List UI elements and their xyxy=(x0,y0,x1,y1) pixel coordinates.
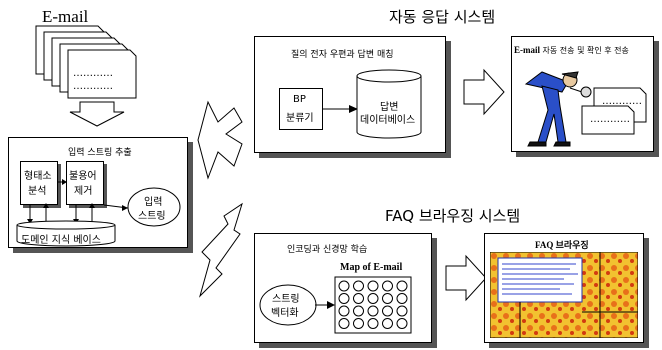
som-node xyxy=(338,305,350,317)
auto-send-title-rest: 자동 전송 및 확인 후 전송 xyxy=(540,46,629,55)
answer-db-cylinder xyxy=(356,69,422,139)
som-node xyxy=(367,293,379,304)
som-node xyxy=(338,280,350,292)
input-string-label-2: 스트링 xyxy=(138,211,166,222)
extraction-connectors xyxy=(27,179,129,224)
som-node xyxy=(382,305,393,317)
email-doc-dots-1: ………… xyxy=(73,68,113,79)
email-doc-dots-2: ………… xyxy=(73,81,113,92)
right-arrow-bottom-icon xyxy=(445,254,487,302)
domain-kb-label: 도메인 지식 베이스 xyxy=(21,235,101,246)
reply-doc-dots-2: ………… xyxy=(590,114,630,125)
som-node xyxy=(353,293,364,304)
stopword-removal-label-1: 불용어 xyxy=(69,171,97,182)
answer-db-label-2: 데이터베이스 xyxy=(360,115,416,126)
vectorize-label-2: 벡터화 xyxy=(271,308,299,319)
input-string-label-1: 입력 xyxy=(144,197,163,208)
lightning-arrow-upper-icon xyxy=(197,100,243,180)
auto-send-title: E-mail 자동 전송 및 확인 후 전송 xyxy=(514,45,629,56)
map-of-email-title: Map of E-mail xyxy=(340,262,403,273)
faq-system-title: FAQ 브라우징 시스템 xyxy=(385,207,521,225)
encoding-title: 인코딩과 신경망 학습 xyxy=(287,245,368,255)
bp-label-1: BP xyxy=(293,94,306,105)
som-node xyxy=(367,280,379,292)
email-label: E-mail xyxy=(42,7,89,26)
som-node xyxy=(353,318,364,329)
input-extraction-title: 입력 스트링 추출 xyxy=(68,148,132,158)
som-node xyxy=(338,293,350,304)
auto-reply-system-title: 자동 응답 시스템 xyxy=(389,8,496,26)
reply-doc-front xyxy=(581,105,635,135)
lightning-arrow-lower-icon xyxy=(199,202,243,298)
domain-kb-cylinder xyxy=(16,220,116,247)
som-node xyxy=(382,280,393,292)
vectorize-label-1: 스트링 xyxy=(272,294,300,305)
reply-doc-dots-1: ………… xyxy=(602,96,642,107)
input-string-ellipse xyxy=(127,187,181,227)
som-node xyxy=(382,318,393,329)
som-node xyxy=(382,293,393,304)
right-arrow-top-icon xyxy=(463,68,505,116)
bp-label-2: 분류기 xyxy=(286,113,314,124)
bp-classifier-box xyxy=(279,88,323,130)
stopword-removal-label-2: 제거 xyxy=(74,186,93,197)
auto-send-title-bold: E-mail xyxy=(514,45,540,55)
som-node xyxy=(367,318,379,329)
som-node xyxy=(338,318,350,329)
faq-browse-title: FAQ 브라우징 xyxy=(535,240,589,250)
faq-heatmap-screenshot xyxy=(490,252,638,338)
som-node xyxy=(396,293,408,304)
stopword-removal-box xyxy=(66,161,104,205)
vector-to-map-arrow xyxy=(315,301,335,309)
som-map-grid xyxy=(334,276,412,334)
som-node xyxy=(396,280,408,292)
email-doc-5 xyxy=(67,49,137,99)
som-node xyxy=(353,280,364,292)
down-arrow-icon xyxy=(69,101,125,127)
bp-to-db-arrow xyxy=(323,105,358,113)
morph-analysis-label-1: 형태소 xyxy=(24,171,52,182)
som-node xyxy=(367,305,379,317)
som-node xyxy=(396,305,408,317)
morph-analysis-box xyxy=(20,161,58,205)
answer-db-label-1: 답변 xyxy=(380,102,399,113)
email-documents-stack xyxy=(35,25,137,99)
answer-matching-title: 질의 전자 우편과 답변 매칭 xyxy=(291,50,394,60)
som-node xyxy=(396,318,408,329)
detective-with-magnifier-icon xyxy=(524,71,592,147)
som-node xyxy=(353,305,364,317)
morph-analysis-label-2: 분석 xyxy=(28,186,47,197)
